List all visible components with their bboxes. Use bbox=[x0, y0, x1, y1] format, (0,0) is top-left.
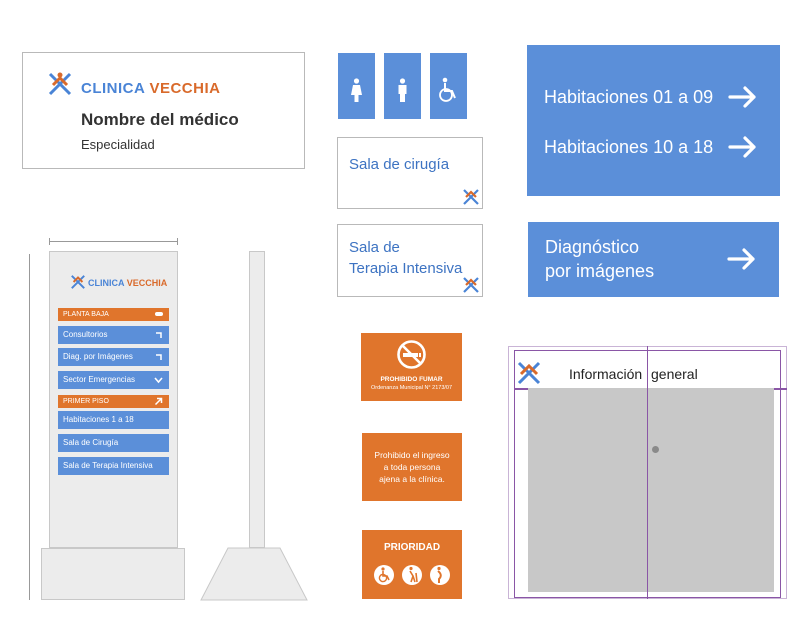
rooms-direction-sign: Habitaciones 01 a 09 Habitaciones 10 a 1… bbox=[527, 45, 780, 196]
totem-item-cirugia: Sala de Cirugía bbox=[58, 434, 169, 452]
cabinet-label-left: Información bbox=[569, 366, 643, 382]
wheelchair-icon bbox=[439, 77, 456, 102]
man-icon bbox=[398, 78, 407, 102]
totem-side-base bbox=[200, 547, 308, 601]
elderly-person-icon bbox=[402, 565, 422, 585]
icu-label-line2: Terapia Intensiva bbox=[349, 260, 463, 277]
arrow-corner-icon bbox=[156, 354, 162, 360]
totem-logo-word1: CLINICA bbox=[88, 278, 125, 288]
no-smoking-sign: PROHIBIDO FUMAR Ordenanza Municipal N° 2… bbox=[361, 333, 462, 401]
doctor-specialty: Especialidad bbox=[81, 137, 155, 152]
totem-item-planta-baja: PLANTA BAJA bbox=[58, 308, 169, 321]
restroom-pill-icon bbox=[155, 312, 163, 316]
rooms-b-label: Habitaciones 10 a 18 bbox=[544, 137, 714, 157]
icu-label-line1: Sala de bbox=[349, 239, 400, 256]
clinic-logo-icon bbox=[48, 72, 72, 96]
no-entry-line3: ajena a la clínica. bbox=[379, 474, 445, 484]
height-dimension-line bbox=[29, 254, 30, 600]
diagnostic-direction-sign: Diagnóstico por imágenes bbox=[528, 222, 779, 297]
icu-room-sign: Sala de Terapia Intensiva bbox=[337, 224, 483, 297]
no-entry-line1: Prohibido el ingreso bbox=[374, 450, 450, 460]
cabinet-glass bbox=[528, 388, 774, 592]
no-smoking-icon bbox=[397, 340, 426, 369]
no-entry-line2: a toda persona bbox=[383, 462, 441, 472]
dimension-tick bbox=[49, 238, 50, 245]
totem-item-emergencias: Sector Emergencias bbox=[58, 371, 169, 389]
cabinet-label-right: general bbox=[651, 366, 698, 382]
no-smoking-title: PROHIBIDO FUMAR bbox=[380, 376, 443, 383]
doctor-nameplate: CLINICA VECCHIA Nombre del médico Especi… bbox=[22, 52, 305, 169]
diagnostic-label-line2: por imágenes bbox=[545, 261, 655, 281]
totem-base bbox=[41, 548, 185, 600]
men-restroom-sign bbox=[384, 53, 421, 119]
totem-item-terapia: Sala de Terapia Intensiva bbox=[58, 457, 169, 475]
dimension-tick bbox=[177, 238, 178, 245]
surgery-room-label: Sala de cirugía bbox=[349, 156, 450, 173]
corner-logo-icon bbox=[463, 189, 479, 205]
accessible-restroom-sign bbox=[430, 53, 467, 119]
woman-icon bbox=[351, 78, 362, 102]
diagnostic-label-line1: Diagnóstico bbox=[545, 237, 640, 257]
women-restroom-sign bbox=[338, 53, 375, 119]
chevron-down-icon bbox=[154, 377, 163, 384]
logo-word-clinica: CLINICA bbox=[81, 80, 145, 97]
rooms-a-label: Habitaciones 01 a 09 bbox=[544, 87, 714, 107]
arrow-right-icon bbox=[728, 86, 756, 108]
arrow-right-icon bbox=[728, 136, 756, 158]
wheelchair-icon bbox=[374, 565, 394, 585]
priority-icons bbox=[374, 565, 450, 585]
totem-item-primer-piso: PRIMER PISO bbox=[58, 395, 169, 408]
cabinet-door-split bbox=[647, 346, 648, 599]
corner-logo-icon bbox=[463, 277, 479, 293]
doctor-name: Nombre del médico bbox=[81, 110, 239, 129]
pregnant-woman-icon bbox=[430, 565, 450, 585]
clinic-logo-text: CLINICA VECCHIA bbox=[81, 80, 220, 97]
totem-board: CLINICA VECCHIA PLANTA BAJA Consultorios… bbox=[49, 251, 178, 548]
info-cabinet: Información general bbox=[508, 346, 787, 599]
diagnostic-label: Diagnóstico por imágenes bbox=[545, 235, 654, 283]
totem-item-habitaciones: Habitaciones 1 a 18 bbox=[58, 411, 169, 429]
totem-item-consultorios: Consultorios bbox=[58, 326, 169, 344]
surgery-room-sign: Sala de cirugía bbox=[337, 137, 483, 209]
arrow-up-right-icon bbox=[154, 397, 163, 406]
arrow-corner-icon bbox=[156, 332, 162, 338]
priority-sign: PRIORIDAD bbox=[362, 530, 462, 599]
totem-item-diag-imagenes: Diag. por Imágenes bbox=[58, 348, 169, 366]
clinic-logo-icon bbox=[517, 361, 541, 385]
totem-logo-word2: VECCHIA bbox=[126, 278, 168, 288]
logo-word-vecchia: VECCHIA bbox=[149, 80, 221, 97]
no-entry-sign: Prohibido el ingreso a toda persona ajen… bbox=[362, 433, 462, 501]
arrow-right-icon bbox=[727, 248, 755, 270]
no-smoking-subtitle: Ordenanza Municipal N° 2173/07 bbox=[370, 385, 453, 391]
clinic-logo-icon bbox=[71, 275, 85, 289]
width-dimension-line bbox=[49, 241, 178, 242]
priority-title: PRIORIDAD bbox=[383, 542, 441, 553]
totem-logo-text: CLINICA VECCHIA bbox=[88, 278, 167, 288]
cabinet-lock-knob[interactable] bbox=[652, 446, 659, 453]
totem-side-post bbox=[249, 251, 265, 548]
